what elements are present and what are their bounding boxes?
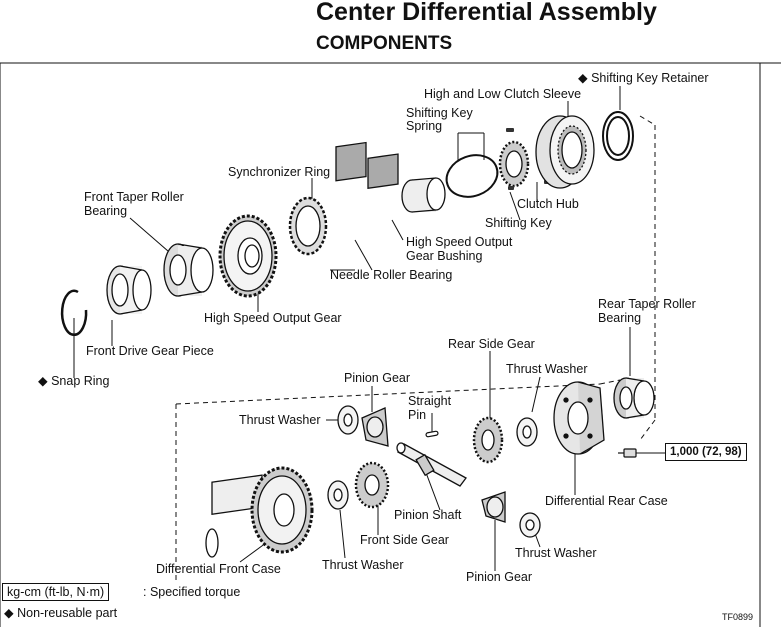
snap-ring-drawing — [60, 289, 88, 337]
label-high-low-clutch-sleeve: High and Low Clutch Sleeve — [424, 87, 582, 101]
label-pinion-shaft: Pinion Shaft — [394, 508, 462, 522]
clutch-hub-drawing — [498, 140, 530, 188]
label-high-speed-output-gear-bushing-line1: High Speed Output — [406, 235, 513, 249]
case-bolt-drawing — [618, 448, 637, 458]
label-synchronizer-ring: Synchronizer Ring — [228, 165, 331, 179]
differential-rear-case-drawing — [553, 381, 605, 455]
label-front-side-gear: Front Side Gear — [360, 533, 449, 547]
label-thrust-washer-bottom-right: Thrust Washer — [515, 546, 597, 560]
front-taper-roller-bearing-drawing — [163, 243, 214, 297]
torque-spec-box: 1,000 (72, 98) — [665, 443, 747, 461]
label-thrust-washer-bottom: Thrust Washer — [322, 558, 404, 572]
label-front-drive-gear-piece: Front Drive Gear Piece — [86, 344, 214, 358]
page-title: Center Differential Assembly — [316, 0, 657, 26]
legend-torque-unit-box: kg-cm (ft-lb, N·m) — [2, 583, 110, 601]
label-straight-pin-line1: Straight — [408, 394, 452, 408]
label-pinion-gear-top: Pinion Gear — [344, 371, 411, 385]
high-speed-output-gear-bushing-drawing — [401, 177, 446, 213]
shifting-key-spring-drawing — [445, 154, 499, 198]
label-pinion-gear-bottom: Pinion Gear — [466, 570, 533, 584]
label-clutch-hub: Clutch Hub — [517, 197, 579, 211]
high-low-clutch-sleeve-drawing — [535, 115, 595, 189]
label-shifting-key-spring-line1: Shifting Key — [406, 106, 473, 120]
label-needle-roller-bearing: Needle Roller Bearing — [330, 268, 453, 282]
page-subtitle: COMPONENTS — [316, 33, 453, 54]
label-differential-rear-case: Differential Rear Case — [545, 494, 668, 508]
label-shifting-key: Shifting Key — [485, 216, 552, 230]
label-front-taper-roller-bearing-line1: Front Taper Roller — [84, 190, 184, 204]
legend-torque-text: : Specified torque — [143, 585, 241, 599]
label-snap-ring: ◆ Snap Ring — [38, 374, 110, 388]
frame-lines — [0, 62, 781, 627]
front-drive-gear-piece-drawing — [106, 265, 152, 315]
straight-pin-drawing — [425, 430, 439, 438]
label-shifting-key-spring-line2: Spring — [406, 119, 443, 133]
label-rear-side-gear: Rear Side Gear — [448, 337, 535, 351]
shifting-key-retainer-drawing — [602, 111, 634, 161]
rear-taper-roller-bearing-drawing — [613, 377, 655, 419]
rear-side-gear-drawing — [472, 416, 504, 464]
high-speed-output-gear-drawing — [218, 214, 278, 298]
assembly-guide-lines — [175, 115, 656, 580]
synchronizer-ring-drawing — [288, 196, 328, 256]
label-front-taper-roller-bearing-line2: Bearing — [84, 204, 128, 218]
label-rear-taper-roller-bearing-line1: Rear Taper Roller — [598, 297, 696, 311]
label-differential-front-case: Differential Front Case — [156, 562, 281, 576]
label-shifting-key-retainer: ◆ Shifting Key Retainer — [578, 71, 709, 85]
needle-roller-bearing-drawing — [335, 141, 399, 190]
label-high-speed-output-gear: High Speed Output Gear — [204, 311, 342, 325]
label-high-speed-output-gear-bushing-line2: Gear Bushing — [406, 249, 483, 263]
differential-front-case-drawing — [205, 466, 314, 558]
label-rear-taper-roller-bearing-line2: Bearing — [598, 311, 642, 325]
label-thrust-washer-left: Thrust Washer — [239, 413, 321, 427]
pinion-shaft-drawing — [396, 442, 467, 487]
legend-non-reusable: ◆ Non-reusable part — [4, 606, 118, 620]
label-thrust-washer-right: Thrust Washer — [506, 362, 588, 376]
label-straight-pin-line2: Pin — [408, 408, 427, 422]
figure-code: TF0899 — [722, 612, 754, 622]
thrust-washer-drawings — [327, 405, 541, 538]
pinion-gear-drawings — [361, 407, 506, 523]
front-side-gear-drawing — [354, 461, 390, 509]
